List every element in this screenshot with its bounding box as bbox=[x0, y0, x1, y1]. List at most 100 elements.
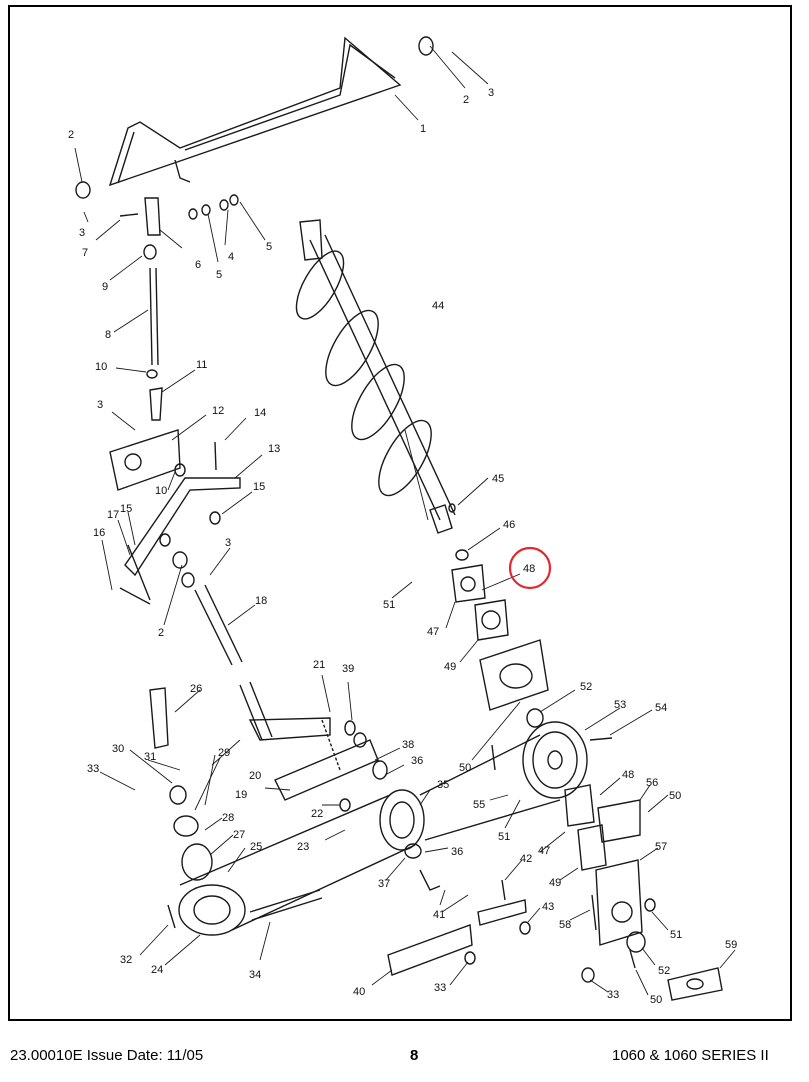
svg-text:23: 23 bbox=[297, 841, 309, 853]
svg-text:19: 19 bbox=[235, 789, 247, 801]
svg-text:28: 28 bbox=[222, 812, 234, 824]
svg-text:48: 48 bbox=[622, 769, 634, 781]
svg-text:3: 3 bbox=[488, 87, 494, 99]
arm-19 bbox=[274, 739, 379, 801]
svg-text:43: 43 bbox=[542, 901, 554, 913]
bearing-49 bbox=[474, 599, 509, 641]
svg-text:2: 2 bbox=[463, 94, 469, 106]
svg-text:42: 42 bbox=[520, 853, 532, 865]
svg-text:15: 15 bbox=[120, 503, 132, 515]
svg-text:51: 51 bbox=[670, 929, 682, 941]
nut-9 bbox=[143, 244, 157, 260]
handle-frame bbox=[108, 36, 402, 187]
svg-text:31: 31 bbox=[144, 751, 156, 763]
page-number: 8 bbox=[410, 1047, 419, 1064]
svg-text:37: 37 bbox=[378, 878, 390, 890]
washer-2-top bbox=[418, 36, 434, 56]
link-21 bbox=[248, 717, 331, 741]
svg-text:25: 25 bbox=[250, 841, 262, 853]
svg-text:8: 8 bbox=[105, 329, 111, 341]
svg-text:14: 14 bbox=[254, 407, 266, 419]
svg-text:48: 48 bbox=[523, 563, 535, 575]
svg-text:51: 51 bbox=[383, 599, 395, 611]
link-11 bbox=[149, 387, 163, 421]
bracket-40 bbox=[387, 924, 473, 976]
svg-text:13: 13 bbox=[268, 443, 280, 455]
model-name: 1060 & 1060 SERIES II bbox=[612, 1047, 769, 1064]
pulley-24 bbox=[178, 884, 246, 936]
arm-13 bbox=[124, 477, 241, 577]
bracket-57 bbox=[595, 859, 643, 946]
flange-48 bbox=[451, 564, 486, 603]
svg-text:34: 34 bbox=[249, 969, 261, 981]
rod-8 bbox=[149, 267, 159, 366]
svg-text:46: 46 bbox=[503, 519, 515, 531]
svg-text:11: 11 bbox=[196, 359, 207, 371]
pulley-53 bbox=[522, 721, 588, 799]
svg-text:32: 32 bbox=[120, 954, 132, 966]
svg-text:3: 3 bbox=[225, 537, 231, 549]
svg-text:1: 1 bbox=[420, 123, 426, 135]
svg-text:50: 50 bbox=[669, 790, 681, 802]
drawing-frame bbox=[8, 5, 792, 1021]
svg-text:35: 35 bbox=[437, 779, 449, 791]
svg-text:55: 55 bbox=[473, 799, 485, 811]
auger-44 bbox=[295, 219, 456, 534]
svg-text:36: 36 bbox=[411, 755, 423, 767]
svg-text:49: 49 bbox=[444, 661, 456, 673]
svg-text:52: 52 bbox=[658, 965, 670, 977]
svg-text:15: 15 bbox=[253, 481, 265, 493]
svg-text:52: 52 bbox=[580, 681, 592, 693]
document-id: 23.00010E Issue Date: 11/05 bbox=[10, 1047, 204, 1064]
svg-text:2: 2 bbox=[158, 627, 164, 639]
svg-text:40: 40 bbox=[353, 986, 365, 998]
svg-text:2: 2 bbox=[68, 129, 74, 141]
svg-text:45: 45 bbox=[492, 473, 504, 485]
shim-59 bbox=[667, 967, 723, 1001]
shaft-26 bbox=[149, 687, 169, 749]
svg-text:7: 7 bbox=[82, 247, 88, 259]
bracket-6 bbox=[144, 197, 161, 236]
belt-a bbox=[179, 794, 416, 931]
belt-b bbox=[419, 734, 561, 841]
svg-text:30: 30 bbox=[112, 743, 124, 755]
svg-text:5: 5 bbox=[216, 269, 222, 281]
svg-text:17: 17 bbox=[107, 509, 119, 521]
svg-text:21: 21 bbox=[313, 659, 325, 671]
svg-text:33: 33 bbox=[87, 763, 99, 775]
svg-text:10: 10 bbox=[155, 485, 167, 497]
svg-text:38: 38 bbox=[402, 739, 414, 751]
svg-text:54: 54 bbox=[655, 702, 667, 714]
svg-text:51: 51 bbox=[498, 831, 510, 843]
mount-plate bbox=[479, 639, 549, 711]
svg-text:47: 47 bbox=[538, 845, 550, 857]
svg-text:41: 41 bbox=[433, 909, 445, 921]
washer-2-left bbox=[75, 181, 91, 199]
pulley-35 bbox=[379, 789, 425, 851]
svg-text:50: 50 bbox=[459, 762, 471, 774]
bracket-56 bbox=[597, 799, 641, 843]
svg-text:56: 56 bbox=[646, 777, 658, 789]
svg-text:47: 47 bbox=[427, 626, 439, 638]
svg-text:26: 26 bbox=[190, 683, 202, 695]
svg-text:3: 3 bbox=[79, 227, 85, 239]
svg-text:58: 58 bbox=[559, 919, 571, 931]
svg-text:27: 27 bbox=[233, 829, 245, 841]
svg-text:29: 29 bbox=[218, 747, 230, 759]
svg-text:59: 59 bbox=[725, 939, 737, 951]
svg-text:44: 44 bbox=[432, 300, 444, 312]
svg-text:16: 16 bbox=[93, 527, 105, 539]
svg-text:53: 53 bbox=[614, 699, 626, 711]
svg-text:57: 57 bbox=[655, 841, 667, 853]
plate-12 bbox=[109, 429, 181, 491]
svg-text:49: 49 bbox=[549, 877, 561, 889]
svg-text:22: 22 bbox=[311, 808, 323, 820]
svg-text:33: 33 bbox=[434, 982, 446, 994]
svg-text:18: 18 bbox=[255, 595, 267, 607]
svg-text:33: 33 bbox=[607, 989, 619, 1001]
svg-text:10: 10 bbox=[95, 361, 107, 373]
svg-text:39: 39 bbox=[342, 663, 354, 675]
shaft-18 bbox=[194, 584, 243, 666]
svg-text:3: 3 bbox=[97, 399, 103, 411]
